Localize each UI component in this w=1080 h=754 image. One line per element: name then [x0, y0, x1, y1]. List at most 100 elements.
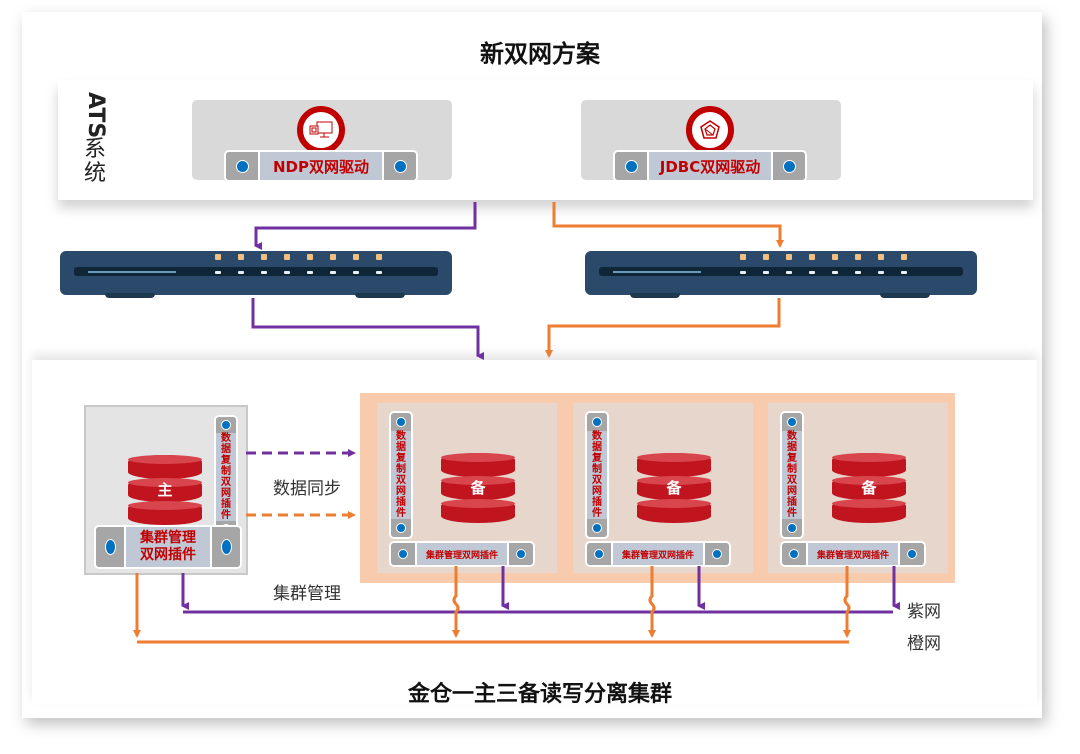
- port-left: [391, 543, 417, 565]
- port-top: [216, 417, 236, 433]
- slave-mgmt-label: 集群管理双网插件: [425, 550, 498, 561]
- ndp-driver-box: NDP双网驱动: [192, 100, 452, 182]
- jdbc-to-orange-switch-line: [552, 202, 784, 248]
- switch-port-indicator: [238, 271, 244, 274]
- db-disk: [637, 453, 711, 477]
- port-dot: [787, 417, 797, 427]
- switch-port-led: [878, 254, 884, 260]
- replication-plugin-char: 复: [592, 453, 602, 464]
- replication-plugin-char: 插: [592, 497, 602, 508]
- slave-orange-drop: [648, 566, 656, 638]
- replication-plugin-char: 插: [787, 497, 797, 508]
- mgmt-label-line-1: 集群管理: [140, 530, 196, 546]
- slave-db-label: 备: [470, 479, 486, 497]
- replication-plugin-char: 双: [396, 475, 406, 486]
- port-dot: [516, 549, 526, 559]
- port-dot: [782, 159, 796, 173]
- master-mgmt-plugin: 集群管理 双网插件: [94, 525, 242, 569]
- db-disk: [441, 499, 515, 523]
- orange-net-legend: 橙网: [907, 634, 941, 654]
- orange-network-switch: [585, 251, 977, 298]
- port-right: [210, 527, 240, 567]
- slave-db-label: 备: [861, 479, 877, 497]
- replication-plugin-char: 制: [396, 464, 406, 475]
- switch-port-indicator: [215, 271, 221, 274]
- switch-foot: [105, 293, 155, 298]
- ats-label-cjk-1: 系: [83, 137, 106, 163]
- switch-port-indicator: [786, 271, 792, 274]
- switch-status-bar: [613, 271, 701, 273]
- slave-mgmt-label: 集群管理双网插件: [816, 550, 889, 561]
- port-dot: [393, 159, 407, 173]
- replication-plugin-char: 件: [396, 508, 406, 519]
- purple-switch-to-cluster-line: [251, 298, 484, 360]
- replication-plugin-char: 件: [787, 508, 797, 519]
- port-left: [226, 152, 260, 180]
- switch-port-led: [238, 254, 244, 260]
- master-mgmt-label: 集群管理 双网插件: [126, 527, 210, 567]
- switch-port-led: [901, 254, 907, 260]
- replication-plugin-char: 据: [221, 444, 231, 455]
- switch-slot: [599, 267, 963, 276]
- port-right: [382, 152, 416, 180]
- db-disk: [128, 478, 202, 502]
- switch-port-led: [261, 254, 267, 260]
- switch-foot: [630, 293, 680, 298]
- port-dot: [592, 417, 602, 427]
- replication-plugin-char: 件: [221, 510, 231, 521]
- slave-mgmt-plugin: 集群管理双网插件: [389, 541, 535, 567]
- replication-plugin-char: 制: [787, 464, 797, 475]
- ats-label-cjk-2: 统: [83, 161, 106, 187]
- port-dot: [221, 420, 231, 430]
- replication-plugin-char: 复: [221, 455, 231, 466]
- purple-net-legend: 紫网: [907, 602, 941, 622]
- port-left: [96, 527, 126, 567]
- replication-plugin-char: 件: [592, 508, 602, 519]
- replication-plugin-char: 数: [396, 431, 406, 442]
- orange-switch-to-cluster-line: [545, 298, 781, 358]
- port-dot: [396, 523, 406, 533]
- replication-plugin-label: 数据复制双网插件: [587, 431, 607, 519]
- switch-port-led: [855, 254, 861, 260]
- switch-port-indicator: [763, 271, 769, 274]
- switch-port-indicator: [878, 271, 884, 274]
- replication-plugin-char: 复: [396, 453, 406, 464]
- port-right: [771, 152, 805, 180]
- replication-plugin-char: 复: [787, 453, 797, 464]
- replication-plugin-char: 网: [396, 486, 406, 497]
- db-disk: [637, 476, 711, 500]
- port-dot: [789, 549, 799, 559]
- db-disk: [637, 499, 711, 523]
- db-disk: [128, 455, 202, 479]
- switch-port-led: [284, 254, 290, 260]
- port-right: [898, 543, 924, 565]
- jdbc-driver-box: JDBC双网驱动: [581, 100, 841, 182]
- switch-port-indicator: [261, 271, 267, 274]
- switch-port-led: [215, 254, 221, 260]
- port-dot: [398, 549, 408, 559]
- switch-port-indicator: [307, 271, 313, 274]
- slave-replication-plugin: 数据复制双网插件: [780, 411, 804, 539]
- db-disk: [128, 501, 202, 525]
- replication-plugin-label: 数据复制双网插件: [391, 431, 411, 519]
- chip-monitor-icon: [297, 106, 345, 154]
- port-dot: [396, 417, 406, 427]
- port-left: [615, 152, 649, 180]
- replication-plugin-label: 数据复制双网插件: [782, 431, 802, 519]
- port-left: [782, 543, 808, 565]
- replication-plugin-char: 网: [592, 486, 602, 497]
- replication-plugin-char: 网: [787, 486, 797, 497]
- port-bottom: [391, 519, 411, 537]
- switch-port-indicator: [832, 271, 838, 274]
- db-disk: [441, 453, 515, 477]
- port-bottom: [587, 519, 607, 537]
- slave-node: 备 数据复制双网插件 集群管理双网插件: [377, 403, 557, 573]
- slave-db-label: 备: [666, 479, 682, 497]
- ats-label-latin: ATS: [83, 92, 108, 139]
- port-dot: [235, 159, 249, 173]
- port-top: [391, 413, 411, 431]
- switch-port-indicator: [330, 271, 336, 274]
- port-dot: [787, 523, 797, 533]
- mgmt-label-line-2: 双网插件: [140, 547, 196, 563]
